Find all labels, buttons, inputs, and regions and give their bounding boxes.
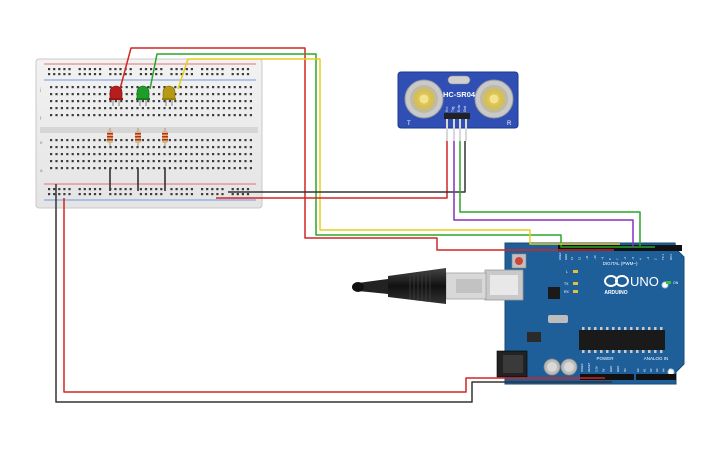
row-letter: a (40, 168, 43, 173)
crystal-oscillator (447, 75, 471, 85)
pin-label-digital: 13 (570, 256, 574, 260)
wire-red (119, 47, 614, 251)
pin-label-digital: 12 (578, 256, 582, 260)
pin-label-digital: ~6 (623, 256, 627, 260)
pin-label-digital: 2 (654, 258, 658, 260)
pin-label-gnd: GND (564, 254, 568, 260)
crystal (548, 315, 568, 323)
pin-label-digital: TX 1 (661, 254, 665, 260)
analog-label: ANALOG IN (644, 356, 669, 361)
pin-label-digital: 7 (616, 258, 620, 260)
led-l (573, 270, 578, 273)
power-header (580, 374, 634, 380)
led-yellow (162, 85, 176, 106)
row-letter: e (40, 140, 43, 145)
wire-green (459, 141, 641, 246)
pin-label-gnd: Gnd (463, 106, 467, 112)
pin-label-aref: AREF (558, 252, 562, 260)
wire-black (55, 184, 612, 403)
digital-label: DIGITAL (PWM~) (603, 261, 638, 266)
analog-header (636, 374, 676, 380)
led-tx-label: TX (564, 282, 569, 286)
pin-label-power: RESET (587, 362, 591, 372)
pin-label-power: IOREF (580, 363, 584, 372)
sensor-header (444, 113, 470, 119)
pin-label-digital: ~11 (585, 255, 589, 260)
pin-label-power: GND (616, 366, 620, 372)
led-tx (573, 282, 578, 285)
pin-label-power: 3.3V (594, 366, 598, 372)
pin-label-power: 5V (602, 368, 606, 372)
row-letter: f (40, 116, 42, 121)
pin-label-power: GND (609, 366, 613, 372)
led-rx-label: RX (564, 290, 570, 294)
resistor (162, 128, 168, 146)
usb-chip (548, 287, 560, 299)
pin-label-analog: A1 (642, 368, 646, 372)
wire-purple (453, 141, 634, 248)
pin-label-power: Vin (623, 368, 627, 372)
power-label: POWER (596, 356, 614, 361)
pin-label-digital: ~5 (631, 256, 635, 260)
pin-label-digital: ~10 (593, 255, 597, 260)
breadboard: j f e a (35, 58, 263, 209)
pin-label-digital: ~3 (646, 256, 650, 260)
pin-label-analog: A0 (636, 368, 640, 372)
atmega-chip (579, 330, 665, 350)
pin-label-digital: 4 (638, 258, 642, 260)
led-on (666, 281, 671, 284)
sensor-name: HC-SR04 (443, 90, 476, 99)
row-letter: j (39, 87, 41, 92)
resistor (107, 128, 113, 146)
resistor (135, 128, 141, 146)
ultrasonic-sensor: HC-SR04 T R Vcc Trig Echo Gnd (397, 71, 519, 141)
pin-label-digital: 8 (608, 258, 612, 260)
pin-label-trig: Trig (451, 106, 455, 112)
pin-label-analog: A5 (668, 368, 672, 372)
wire-green (149, 53, 655, 248)
usb-plug-body (388, 268, 446, 304)
breadboard-row-letters: j f e a (39, 87, 43, 173)
board-model: UNO (630, 274, 659, 289)
led-l-label: L (566, 270, 568, 274)
led-red (109, 85, 123, 106)
pin-label-analog: A2 (649, 368, 653, 372)
arduino-uno: ARDUINO UNO L TX RX ON DIGITAL (PWM~) PO… (484, 242, 685, 385)
arduino-logo-text: ARDUINO (604, 290, 627, 296)
sensor-receive-mark: R (507, 121, 512, 127)
digital-header (558, 245, 682, 251)
pin-label-digital: ~9 (600, 256, 604, 260)
wire-red (216, 141, 448, 199)
pin-label-analog: A4 (662, 368, 666, 372)
pin-label-vcc: Vcc (445, 106, 449, 112)
arduino-logo: ARDUINO (604, 275, 629, 296)
led-rx (573, 290, 578, 293)
wire-black (228, 141, 466, 193)
wire-yellow (177, 58, 620, 245)
led-green (136, 85, 150, 106)
sensor-transmit-mark: T (407, 121, 411, 127)
usb-cable (352, 268, 487, 304)
wire-red (63, 198, 605, 393)
pin-label-digital: RX 0 (669, 253, 673, 260)
pin-label-analog: A3 (655, 368, 659, 372)
chip-pins (582, 327, 663, 353)
led-on-label: ON (673, 281, 679, 285)
pin-label-echo: Echo (457, 105, 461, 112)
